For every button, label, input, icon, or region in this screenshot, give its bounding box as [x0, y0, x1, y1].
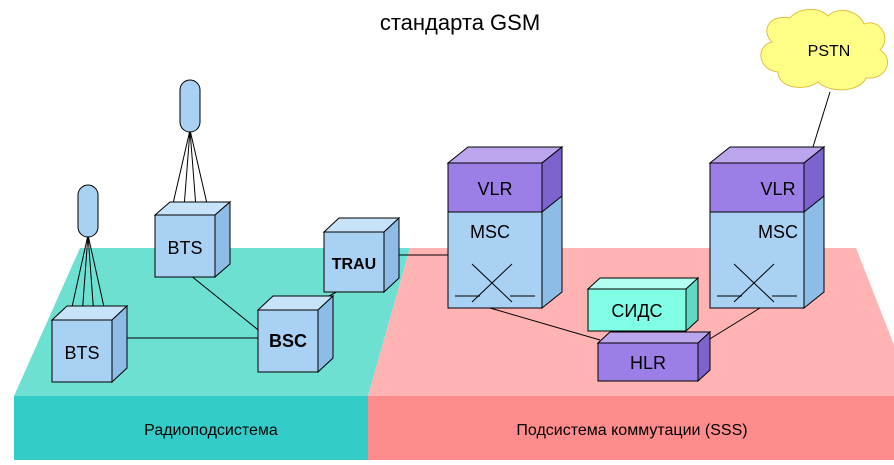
bts-upper-label: BTS — [167, 238, 202, 258]
bsc-box: BSC — [256, 294, 335, 374]
bts-upper-box: BTS — [153, 200, 232, 279]
msc-left-label: MSC — [470, 222, 510, 242]
diagram-title: стандарта GSM — [380, 10, 540, 35]
radio-subsystem-label: Радиоподсистема — [144, 422, 278, 439]
msc-right-tower: VLR MSC — [708, 145, 826, 310]
msc-left-box — [447, 211, 543, 309]
bts-lower-label: BTS — [64, 343, 99, 363]
msc-left-tower: VLR MSC — [446, 145, 564, 310]
hlr-label: HLR — [630, 353, 666, 373]
trau-box: TRAU — [322, 216, 401, 294]
switching-platform-front — [368, 396, 894, 460]
trau-label: TRAU — [332, 256, 376, 273]
pstn-label: PSTN — [808, 43, 851, 60]
vlr-left-label: VLR — [477, 179, 512, 199]
switch-left-icon — [455, 263, 535, 303]
vlr-right-label: VLR — [760, 179, 795, 199]
msc-right-label: MSC — [758, 222, 798, 242]
sids-label: СИДС — [611, 301, 662, 321]
radio-platform-front — [14, 396, 368, 460]
msc-right-box — [709, 211, 805, 309]
switching-subsystem-label: Подсистема коммутации (SSS) — [516, 422, 747, 439]
pstn-cloud: PSTN — [760, 9, 889, 91]
antenna-upper — [171, 79, 209, 209]
switch-right-icon — [717, 263, 797, 303]
vlr-left-box — [447, 162, 543, 213]
bts-lower-box: BTS — [50, 304, 129, 384]
vlr-right-box — [709, 162, 805, 213]
bsc-label: BSC — [269, 331, 307, 351]
cloud-shape — [760, 9, 889, 91]
antenna-upper-icon — [179, 79, 201, 133]
hlr-box: HLR — [596, 330, 712, 383]
antenna-lower-icon — [77, 184, 99, 238]
antenna-lower — [69, 184, 107, 317]
link-msc-left-hlr — [489, 307, 601, 341]
link-bts-upper-bsc — [189, 274, 263, 334]
sids-box: СИДС — [586, 276, 700, 333]
